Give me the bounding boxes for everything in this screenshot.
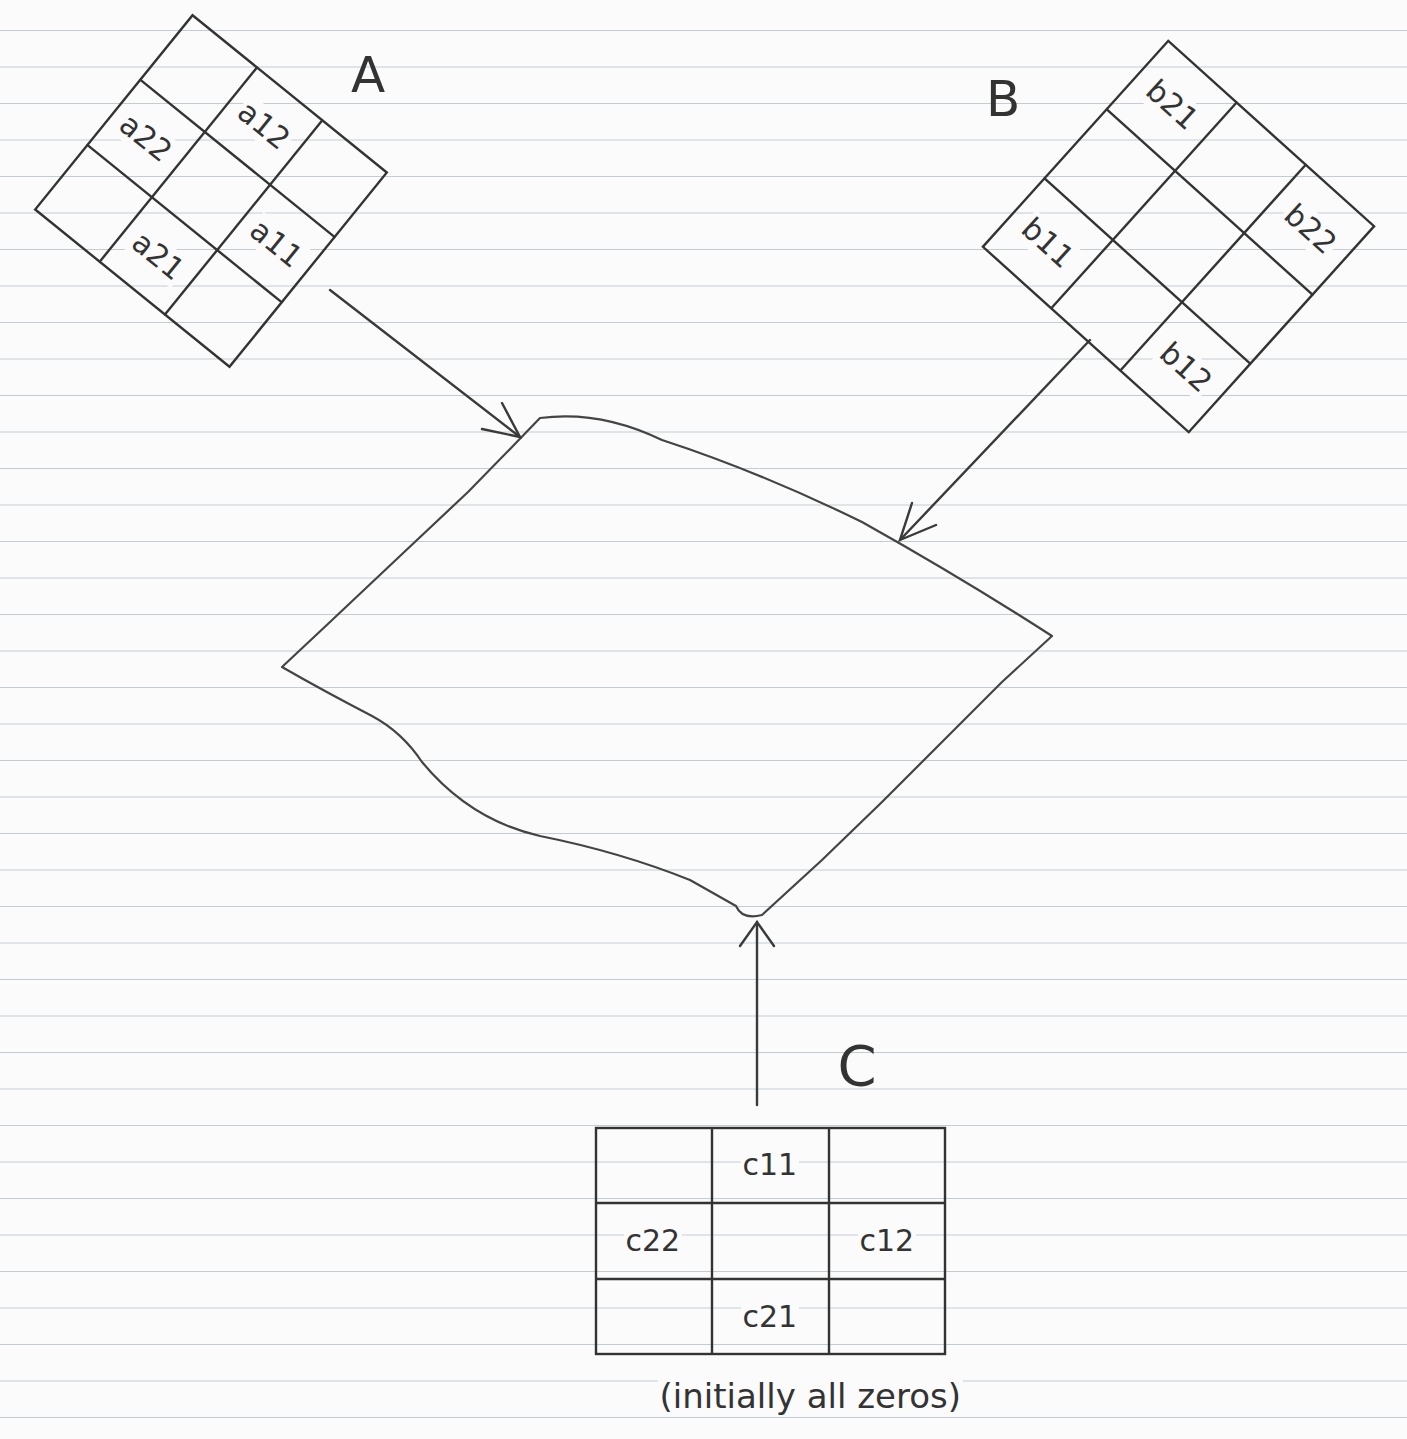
grid-line [1043, 177, 1250, 364]
matrix-name: B [984, 71, 1022, 129]
matrix-entry: a11 [242, 211, 311, 276]
grid-line [1119, 163, 1306, 370]
matrix-entry: a21 [124, 223, 193, 288]
arrow-b [900, 340, 1090, 540]
grid-line [99, 67, 258, 263]
matrix-name: C [836, 1034, 879, 1098]
matrix-entry: c22 [624, 1224, 683, 1259]
matrix-grid: a22 a12 a11 a21 [34, 14, 388, 368]
matrix-node: a22a12a11a21A [85, 65, 337, 317]
matrix-grid: c11 c22 c12 c21 [595, 1127, 946, 1355]
grid-line [595, 1278, 946, 1280]
grid-line [1105, 108, 1312, 295]
matrix-entry: c12 [858, 1224, 917, 1259]
grid-border [982, 40, 1373, 431]
matrix-entry: a12 [229, 93, 298, 158]
matrix-name: A [349, 47, 387, 105]
matrix-node: c11c22c12c21C [595, 1127, 946, 1355]
grid-line [164, 120, 323, 316]
matrix-entry: a22 [111, 105, 180, 170]
note-label: (initially all zeros) [658, 1377, 963, 1416]
grid-line [1050, 101, 1237, 308]
grid-line [140, 79, 336, 238]
processor-cloud [282, 416, 1052, 916]
matrix-entry: b12 [1151, 334, 1220, 401]
matrix-entry: c11 [741, 1148, 800, 1183]
grid-border [596, 1128, 945, 1354]
matrix-entry: b21 [1137, 71, 1206, 138]
grid-line [595, 1202, 946, 1204]
grid-lines [34, 14, 388, 368]
matrix-entry: b11 [1013, 209, 1082, 276]
matrix-entry: c21 [741, 1300, 800, 1335]
matrix-node: b21b11b22b12B [1039, 97, 1318, 376]
grid-line [827, 1127, 829, 1355]
arrow-a [330, 290, 520, 437]
grid-border [35, 15, 387, 367]
arrow-c [740, 922, 774, 1105]
matrix-grid: b21 b11 b22 b12 [981, 39, 1375, 433]
grid-line [710, 1127, 712, 1355]
matrix-entry: b22 [1275, 196, 1344, 263]
